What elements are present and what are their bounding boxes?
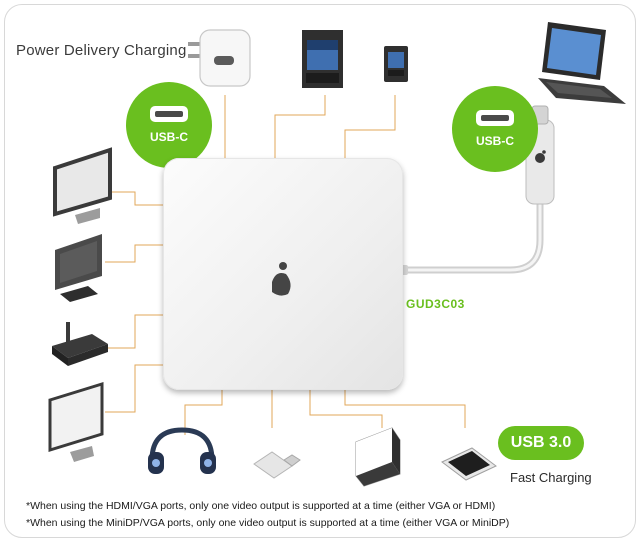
micro-sd-card-icon (384, 46, 408, 82)
hub-logo-mark (272, 262, 291, 296)
line-monitor-3 (105, 364, 163, 413)
headphones-icon (148, 427, 216, 474)
usb-c-port-icon (150, 106, 188, 122)
footnote-1: *When using the HDMI/VGA ports, only one… (26, 500, 496, 512)
external-drive-icon (355, 427, 401, 487)
usb-c-right-badge: USB-C (452, 86, 538, 172)
smartphone-icon (441, 447, 497, 481)
usb-c-cable-highlight (401, 198, 542, 272)
usb3-badge: USB 3.0 (498, 426, 584, 460)
usb-c-right-label: USB-C (476, 134, 514, 148)
usb-c-left-badge: USB-C (126, 82, 212, 168)
docking-hub-body (163, 158, 403, 390)
line-external-drive (309, 390, 383, 428)
line-micro-sd (344, 95, 396, 158)
sd-card-icon (302, 30, 343, 88)
footnote-2: *When using the MiniDP/VGA ports, only o… (26, 517, 510, 529)
model-label: GUD3C03 (406, 297, 465, 311)
usb-c-cable (399, 196, 544, 274)
usb-c-port-icon (476, 110, 514, 126)
brand-logo-icon (272, 273, 291, 296)
power-adapter-icon (188, 29, 251, 87)
fast-charging-label: Fast Charging (510, 470, 592, 485)
monitor-icon-3 (48, 381, 104, 462)
monitor-icon-2 (55, 234, 102, 302)
brand-logo-dot (279, 262, 287, 270)
line-monitor-1 (105, 191, 163, 206)
router-icon (52, 322, 108, 366)
line-smartphone (344, 390, 466, 428)
line-router (105, 314, 163, 349)
diagram-title: Power Delivery Charging (16, 42, 187, 59)
usb-c-left-label: USB-C (150, 130, 188, 144)
monitor-icon-1 (53, 147, 112, 224)
connector-lines (105, 95, 466, 435)
usb-stick-icon (253, 451, 301, 479)
line-monitor-2 (105, 244, 163, 263)
line-headphones (184, 390, 223, 435)
laptop-icon (538, 22, 626, 104)
line-sd-card (274, 95, 326, 158)
